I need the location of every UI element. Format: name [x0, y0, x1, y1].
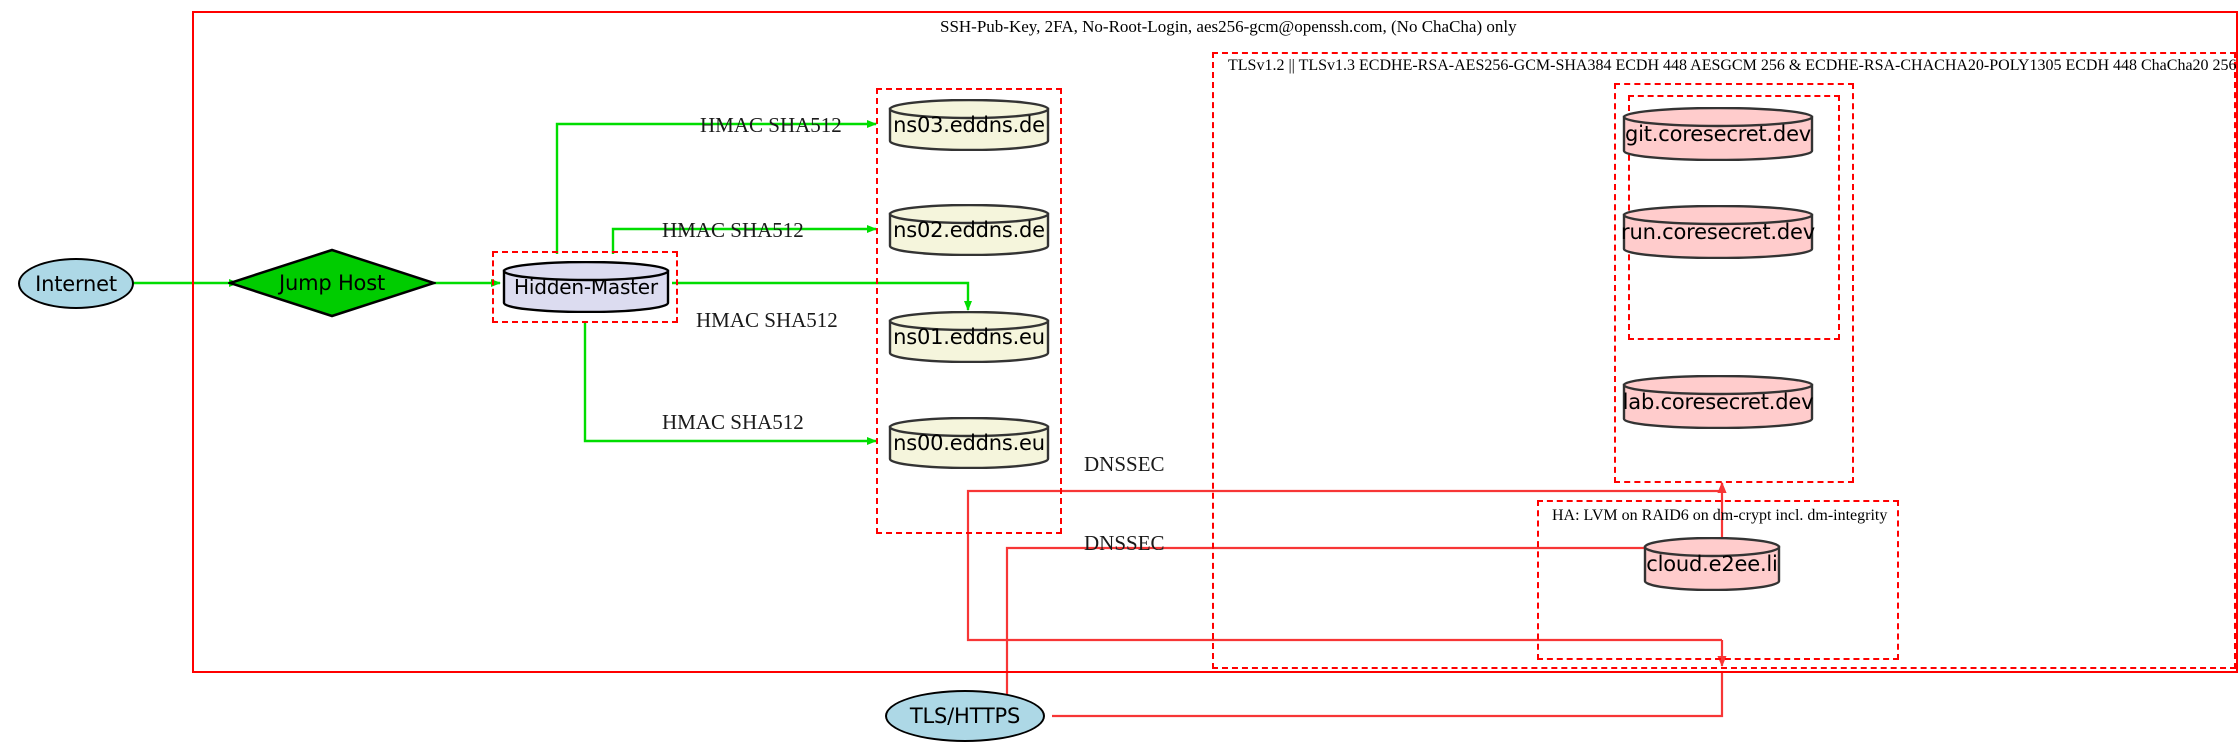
git-cylinder-shape — [1622, 107, 1814, 161]
cluster-coresecret-box — [1614, 83, 1854, 483]
ns02-cylinder-shape — [888, 204, 1050, 256]
cluster-ssh-boundary — [192, 11, 2238, 673]
edge-label-dnssec-lower: DNSSEC — [1084, 531, 1165, 555]
node-hidden-master[interactable]: Hidden-Master — [502, 261, 670, 313]
cluster-tls-label: TLSv1.2 || TLSv1.3 ECDHE-RSA-AES256-GCM-… — [1228, 57, 2237, 74]
node-git-coresecret[interactable]: git.coresecret.dev — [1622, 107, 1814, 161]
node-jump-host[interactable]: Jump Host — [228, 248, 436, 318]
node-jump-host-label: Jump Host — [279, 271, 385, 295]
node-ns03-label: ns03.eddns.de — [893, 113, 1045, 137]
node-ns02[interactable]: ns02.eddns.de — [888, 204, 1050, 256]
node-tls-https[interactable]: TLS/HTTPS — [885, 690, 1045, 742]
cluster-dns-box — [876, 88, 1062, 534]
edge-hiddenmaster-to-ns03 — [555, 120, 877, 254]
node-lab-coresecret-label: lab.coresecret.dev — [1622, 390, 1814, 414]
node-ns02-label: ns02.eddns.de — [893, 218, 1045, 242]
cloud-cylinder-shape — [1643, 537, 1781, 591]
jump-host-diamond-shape — [228, 248, 436, 318]
ns00-cylinder-shape — [888, 417, 1050, 469]
node-cloud-e2ee[interactable]: cloud.e2ee.li — [1643, 537, 1781, 591]
run-cylinder-shape — [1622, 205, 1814, 259]
node-tls-https-label: TLS/HTTPS — [909, 704, 1021, 728]
cluster-ssh-label: SSH-Pub-Key, 2FA, No-Root-Login, aes256-… — [940, 17, 1517, 36]
node-hidden-master-label: Hidden-Master — [514, 275, 658, 299]
node-ns01[interactable]: ns01.eddns.eu — [888, 311, 1050, 363]
node-internet-label: Internet — [35, 271, 117, 296]
node-ns01-label: ns01.eddns.eu — [893, 325, 1045, 349]
edge-ha-left-band — [966, 534, 1722, 642]
edge-label-hmac-ns02: HMAC SHA512 — [662, 218, 804, 242]
tls-https-ellipse-shape — [885, 690, 1045, 742]
hidden-master-cylinder-shape — [502, 261, 670, 313]
node-lab-coresecret[interactable]: lab.coresecret.dev — [1622, 375, 1814, 429]
cluster-ha-label: HA: LVM on RAID6 on dm-crypt incl. dm-in… — [1552, 507, 1888, 524]
node-cloud-e2ee-label: cloud.e2ee.li — [1646, 552, 1778, 576]
node-ns00-label: ns00.eddns.eu — [893, 431, 1045, 455]
node-internet[interactable]: Internet — [18, 258, 134, 309]
edge-dnssec-lower-a — [1005, 546, 1722, 714]
edge-label-dnssec-upper: DNSSEC — [1084, 452, 1165, 476]
edge-hiddenmaster-to-ns01 — [672, 281, 972, 311]
edge-label-hmac-ns01: HMAC SHA512 — [696, 308, 838, 332]
edge-hiddenmaster-to-ns00 — [583, 322, 877, 445]
edge-label-hmac-ns00: HMAC SHA512 — [662, 410, 804, 434]
ns03-cylinder-shape — [888, 99, 1050, 151]
node-ns00[interactable]: ns00.eddns.eu — [888, 417, 1050, 469]
ns01-cylinder-shape — [888, 311, 1050, 363]
edge-label-hmac-ns03: HMAC SHA512 — [700, 113, 842, 137]
edge-hiddenmaster-to-ns02 — [611, 225, 877, 254]
cluster-hidden-master-box — [492, 251, 678, 323]
internet-ellipse-shape — [18, 258, 134, 309]
lab-cylinder-shape — [1622, 375, 1814, 429]
edge-tlshttps-right — [1052, 673, 1724, 718]
node-run-coresecret-label: run.coresecret.dev — [1621, 220, 1815, 244]
cluster-tls-boundary — [1212, 52, 2236, 669]
node-run-coresecret[interactable]: run.coresecret.dev — [1621, 205, 1815, 259]
node-ns03[interactable]: ns03.eddns.de — [888, 99, 1050, 151]
node-git-coresecret-label: git.coresecret.dev — [1624, 122, 1812, 146]
